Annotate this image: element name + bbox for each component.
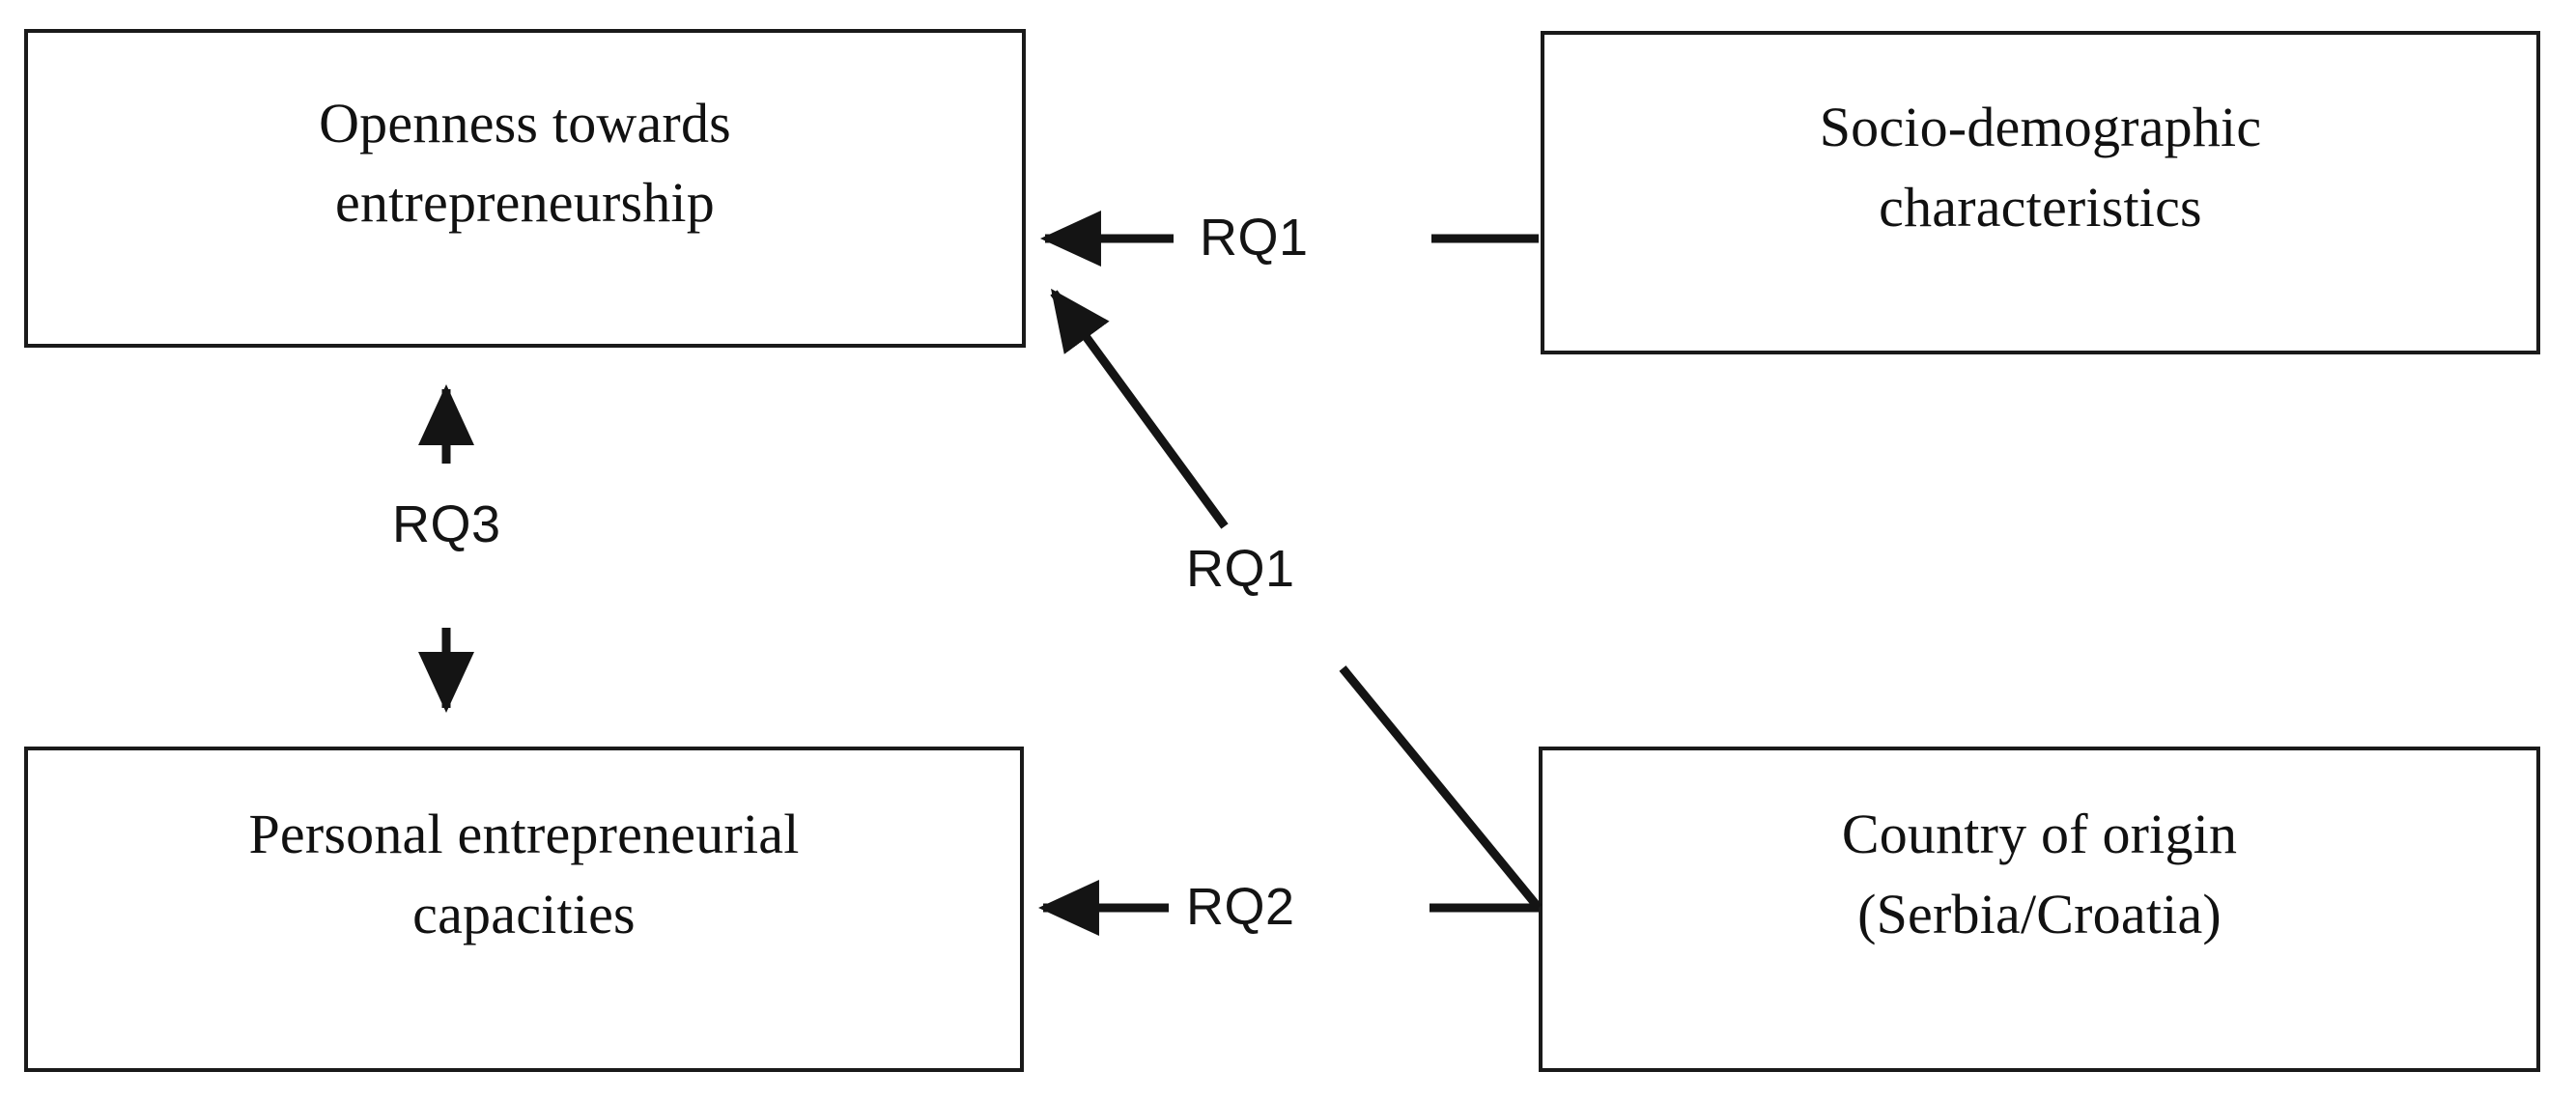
- node-label-country: Country of origin (Serbia/Croatia): [1841, 803, 2238, 945]
- node-label-openness: Openness towards entrepreneurship: [319, 91, 731, 234]
- node-label-capacities: Personal entrepreneurial capacities: [248, 803, 800, 945]
- node-label-socio-demographic: Socio-demographic characteristics: [1819, 96, 2262, 239]
- edge-label-rq1-socio: RQ1: [1200, 209, 1309, 267]
- edge-label-rq3: RQ3: [392, 495, 501, 553]
- edge-rq1-country-to-openness: [1050, 288, 1543, 911]
- node-box-country-of-origin: Country of origin (Serbia/Croatia): [1539, 747, 2540, 1072]
- node-box-personal-entrepreneurial-capacities: Personal entrepreneurial capacities: [24, 747, 1024, 1072]
- edge-rq1-country-lower-segment: [1339, 665, 1543, 911]
- node-box-openness: Openness towards entrepreneurship: [24, 29, 1026, 348]
- edge-rq1-country-upper-arrow: [1050, 288, 1229, 529]
- node-box-socio-demographic: Socio-demographic characteristics: [1541, 31, 2540, 354]
- edge-label-rq2: RQ2: [1186, 878, 1295, 936]
- edge-label-rq1-country: RQ1: [1186, 540, 1295, 598]
